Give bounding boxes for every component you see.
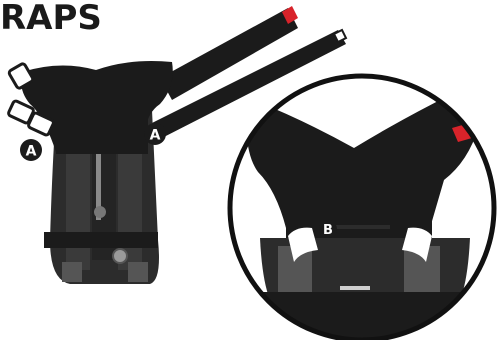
callout-a-right: A bbox=[144, 123, 166, 145]
callout-b-label: B bbox=[323, 223, 333, 238]
adjuster-knob bbox=[113, 249, 127, 263]
callout-a-left: A bbox=[20, 139, 42, 161]
crotch-strap-band bbox=[44, 232, 158, 248]
buckle-button bbox=[94, 206, 106, 218]
callout-a-right-label: A bbox=[150, 128, 161, 144]
callout-a-left-label: A bbox=[26, 144, 37, 160]
callout-b: B bbox=[319, 220, 337, 238]
zoom-detail bbox=[228, 74, 498, 340]
